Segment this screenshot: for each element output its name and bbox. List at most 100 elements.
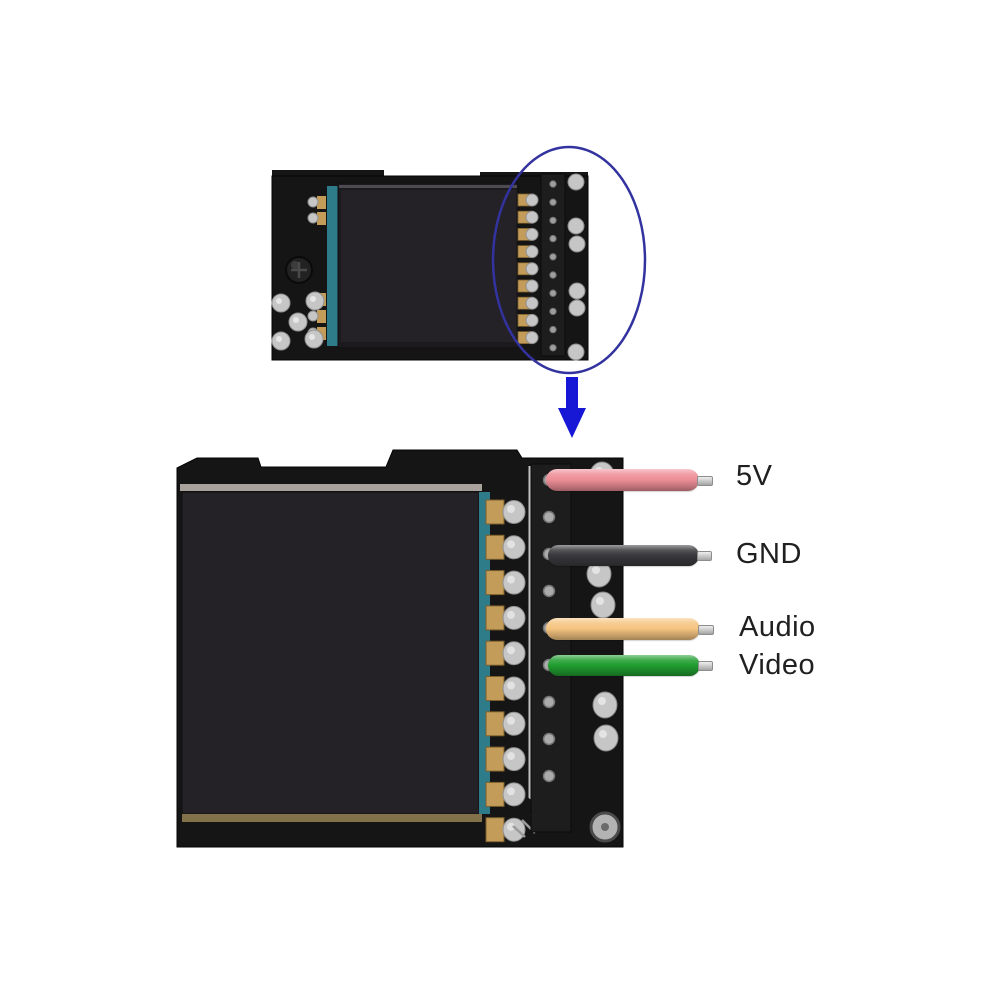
zoomed-edge-pads — [586, 461, 619, 752]
gold-pad — [485, 817, 505, 843]
solder-highlight — [507, 646, 515, 655]
header-pin — [542, 732, 556, 746]
solder-highlight — [310, 296, 316, 302]
highlight-ellipse-icon — [491, 145, 647, 375]
solder-highlight — [598, 697, 606, 705]
header-pin — [549, 325, 557, 334]
header-pin — [542, 510, 556, 524]
header-pin — [542, 621, 556, 635]
flex-pad — [317, 196, 326, 209]
gold-pad — [485, 534, 505, 560]
solder-blob — [502, 641, 526, 666]
solder-blob — [307, 212, 319, 224]
edge-pad — [586, 560, 612, 588]
solder-blob — [502, 535, 526, 560]
gold-pad — [485, 676, 505, 701]
solder-blob — [525, 262, 539, 276]
solder-blob — [502, 570, 526, 595]
header-pin — [549, 289, 557, 297]
edge-pad — [589, 461, 615, 489]
overview-edge-pads — [567, 173, 586, 361]
gold-pad — [485, 746, 505, 772]
edge-pad — [567, 173, 585, 191]
edge-pad — [568, 299, 586, 317]
solder-highlight — [507, 752, 515, 761]
edge-pad — [593, 724, 619, 752]
solder-highlight — [599, 730, 607, 738]
gold-pad — [485, 711, 505, 737]
header-pin — [549, 307, 557, 316]
solder-highlight — [507, 575, 515, 584]
flex-pad — [317, 310, 326, 323]
header-pin — [549, 253, 557, 261]
edge-pad — [568, 235, 586, 253]
solder-blob — [502, 605, 526, 630]
header-pin — [542, 584, 556, 598]
flex-pad — [317, 212, 326, 225]
solder-blob — [525, 227, 539, 241]
header-pin — [549, 216, 557, 225]
header-pin — [542, 658, 556, 672]
gold-pad — [485, 640, 505, 666]
solder-blob — [502, 676, 526, 701]
overview-flex-strip — [327, 186, 339, 346]
edge-pad — [590, 591, 616, 619]
solder-blob — [525, 331, 539, 345]
overview-pad-column — [517, 193, 539, 345]
solder-blob — [525, 210, 539, 224]
gold-pad — [485, 570, 505, 596]
solder-blob — [502, 817, 526, 842]
header-pin — [549, 344, 557, 352]
header-pin — [549, 271, 557, 279]
solder-blob — [502, 782, 526, 807]
solder-blob — [525, 296, 539, 310]
edge-pad — [567, 343, 585, 361]
solder-highlight — [276, 298, 282, 304]
overview-screen — [341, 190, 516, 342]
solder-highlight — [309, 334, 315, 340]
solder-blob — [502, 711, 526, 736]
solder-blob — [525, 245, 539, 259]
solder-highlight — [595, 467, 603, 475]
overview-header-pins — [549, 180, 557, 352]
header-pin — [549, 198, 557, 206]
zoomed-header-pins — [542, 473, 556, 783]
zoomed-board-photo — [176, 449, 624, 848]
zoomed-flex-strip — [479, 492, 490, 814]
solder-highlight — [592, 566, 600, 574]
gold-pad — [485, 605, 505, 631]
header-pin — [549, 234, 557, 243]
gold-pad — [485, 499, 505, 525]
down-arrow-icon — [558, 377, 586, 438]
header-pin — [542, 473, 556, 487]
solder-highlight — [507, 787, 515, 796]
solder-highlight — [507, 716, 515, 725]
solder-blob — [525, 313, 539, 327]
overview-board-photo — [271, 170, 589, 361]
solder-blob — [525, 193, 539, 207]
header-pin — [542, 769, 556, 783]
solder-highlight — [507, 505, 515, 513]
overview-solder-cluster — [271, 291, 325, 351]
zoomed-screw-pad — [589, 811, 621, 843]
header-pin — [542, 547, 556, 561]
header-pin — [542, 695, 556, 709]
header-pin — [549, 180, 557, 188]
zoomed-screen — [181, 491, 480, 815]
solder-blob — [307, 310, 319, 322]
solder-blob — [502, 500, 526, 524]
solder-highlight — [507, 822, 515, 831]
solder-highlight — [276, 336, 282, 342]
screw-icon — [285, 256, 313, 284]
solder-highlight — [596, 597, 604, 605]
solder-highlight — [507, 681, 515, 690]
edge-pad — [567, 217, 585, 235]
solder-blob — [307, 196, 319, 208]
gold-pad — [485, 781, 505, 807]
solder-highlight — [507, 540, 515, 549]
edge-pad — [592, 691, 618, 719]
solder-highlight — [293, 317, 299, 323]
edge-pad — [568, 282, 586, 300]
